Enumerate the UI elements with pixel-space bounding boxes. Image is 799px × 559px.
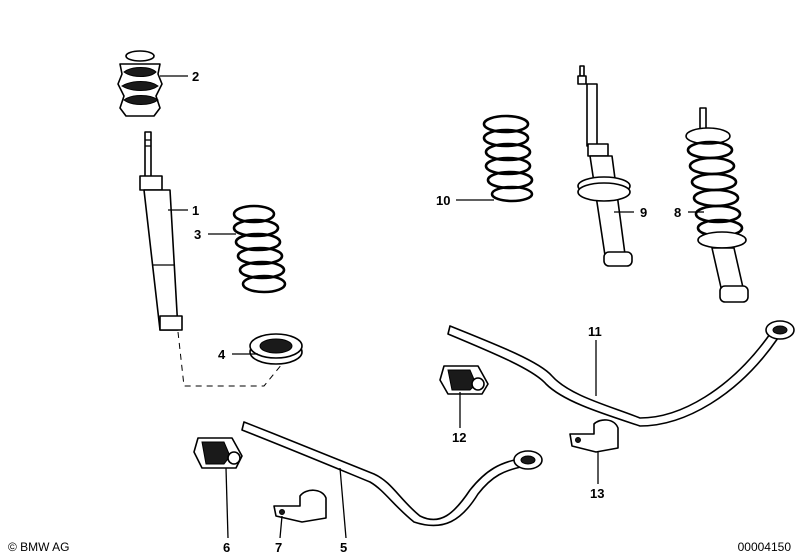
part-clamp-bracket-front[interactable] — [569, 419, 619, 453]
part-rubber-mount-rear[interactable] — [193, 437, 243, 469]
document-number: 00004150 — [737, 540, 791, 554]
part-strut[interactable] — [577, 65, 633, 267]
part-coil-spring-right[interactable] — [482, 114, 534, 203]
part-rubber-mount-front[interactable] — [439, 365, 489, 395]
callout-2: 2 — [192, 69, 199, 84]
callout-13: 13 — [590, 486, 604, 501]
callouts: 2 1 3 4 6 7 5 10 9 8 11 12 13 — [192, 69, 681, 555]
part-stabilizer-bar-front[interactable] — [447, 320, 795, 427]
callout-1: 1 — [192, 203, 199, 218]
callout-11: 11 — [588, 324, 602, 339]
callout-10: 10 — [436, 193, 450, 208]
callout-8: 8 — [674, 205, 681, 220]
callout-3: 3 — [194, 227, 201, 242]
callout-12: 12 — [452, 430, 466, 445]
callout-4: 4 — [218, 347, 226, 362]
part-spring-pad[interactable] — [249, 333, 303, 365]
callout-9: 9 — [640, 205, 647, 220]
leader-lines — [160, 75, 704, 539]
callout-7: 7 — [275, 540, 282, 555]
part-clamp-bracket-rear[interactable] — [273, 489, 327, 523]
part-coil-spring[interactable] — [232, 204, 287, 294]
copyright-text: © BMW AG — [8, 540, 70, 554]
callout-5: 5 — [340, 540, 347, 555]
part-shock-absorber[interactable] — [139, 131, 183, 331]
callout-6: 6 — [223, 540, 230, 555]
assembly-guide-line — [177, 331, 283, 387]
part-stabilizer-bar-rear[interactable] — [241, 421, 543, 527]
part-bump-stop[interactable] — [117, 50, 163, 117]
part-spring-strut-assembly[interactable] — [685, 107, 749, 303]
